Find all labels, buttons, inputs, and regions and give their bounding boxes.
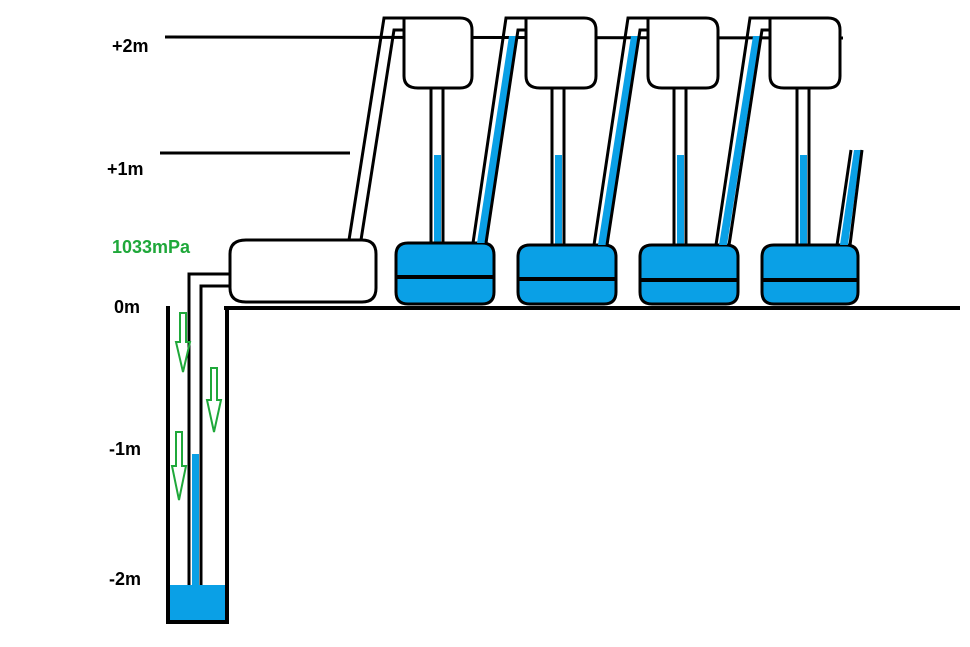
stage-tank-3 xyxy=(638,243,740,306)
level-label-zero: 0m xyxy=(114,297,140,317)
top-chamber-2 xyxy=(524,16,598,90)
level-label-plus2: +2m xyxy=(112,36,149,56)
flow-down-arrow-icon xyxy=(170,431,188,501)
suction-pipe-water xyxy=(192,454,199,585)
riser-pipe-1 xyxy=(347,16,406,241)
stage-tank-4 xyxy=(760,243,860,306)
level-label-minus2: -2m xyxy=(109,569,141,589)
top-chamber-3 xyxy=(646,16,720,90)
stage-unit-3 xyxy=(638,16,772,306)
top-chamber-4 xyxy=(768,16,842,90)
well-water xyxy=(170,585,225,621)
stage-tank-1 xyxy=(394,241,496,306)
well xyxy=(166,272,232,624)
pressure-label: 1033mPa xyxy=(112,237,191,257)
first-tank xyxy=(228,238,378,304)
flow-down-arrow-icon xyxy=(174,312,192,373)
stage-tank-2 xyxy=(516,243,618,306)
flow-down-arrow-icon xyxy=(205,367,223,433)
top-chamber-1 xyxy=(402,16,474,90)
level-label-minus1: -1m xyxy=(109,439,141,459)
level-label-plus1: +1m xyxy=(107,159,144,179)
stage-unit-4 xyxy=(760,88,864,306)
